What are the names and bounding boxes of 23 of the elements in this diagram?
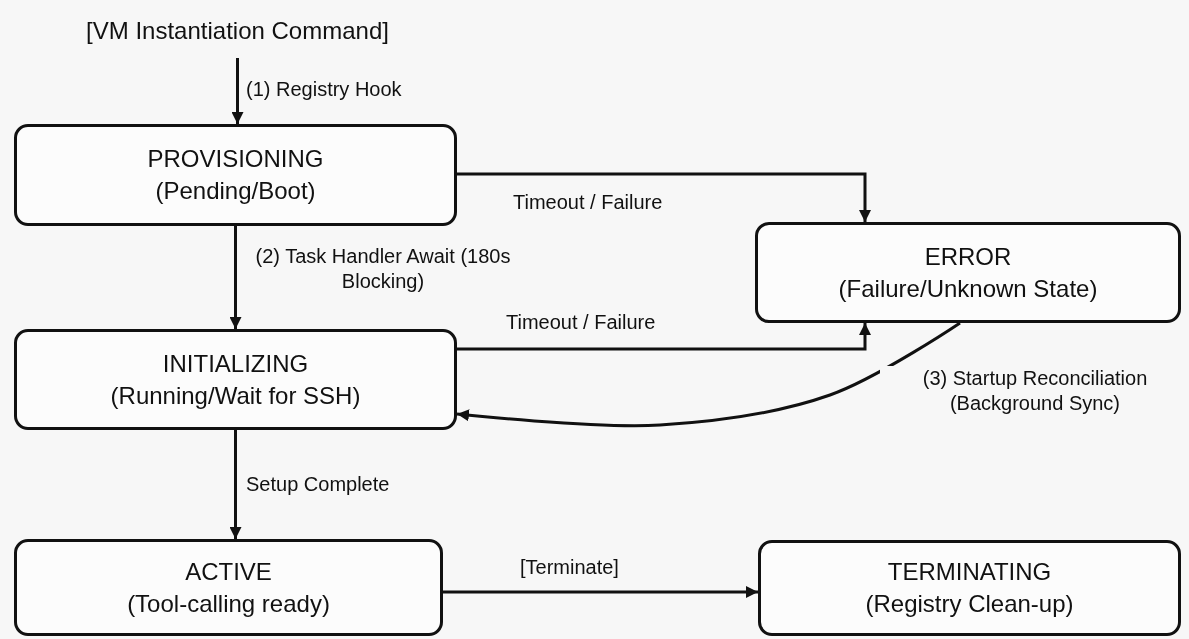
arrow xyxy=(457,172,871,222)
state-box xyxy=(14,124,457,226)
state-box xyxy=(14,539,443,636)
arrow xyxy=(229,226,242,329)
arrow xyxy=(457,323,871,351)
state-description: (Running/Wait for SSH) xyxy=(110,380,361,411)
arrow xyxy=(229,430,242,539)
trigger-label: [VM Instantiation Command] xyxy=(50,12,425,50)
state-name: TERMINATING xyxy=(887,557,1052,587)
arrow xyxy=(443,586,758,598)
state-name: PROVISIONING xyxy=(147,144,324,174)
arrow xyxy=(231,58,244,124)
state-description: (Registry Clean-up) xyxy=(865,589,1074,619)
state-box xyxy=(755,222,1181,323)
state-description: (Tool-calling ready) xyxy=(127,588,330,619)
state-box xyxy=(14,329,457,430)
state-description: (Pending/Boot) xyxy=(155,176,316,206)
state-box xyxy=(758,540,1181,636)
arrow xyxy=(456,321,961,428)
state-description: (Failure/Unknown State) xyxy=(838,273,1098,304)
state-name: ERROR xyxy=(924,241,1012,272)
state-name: ACTIVE xyxy=(185,556,272,587)
state-name: INITIALIZING xyxy=(162,348,309,379)
